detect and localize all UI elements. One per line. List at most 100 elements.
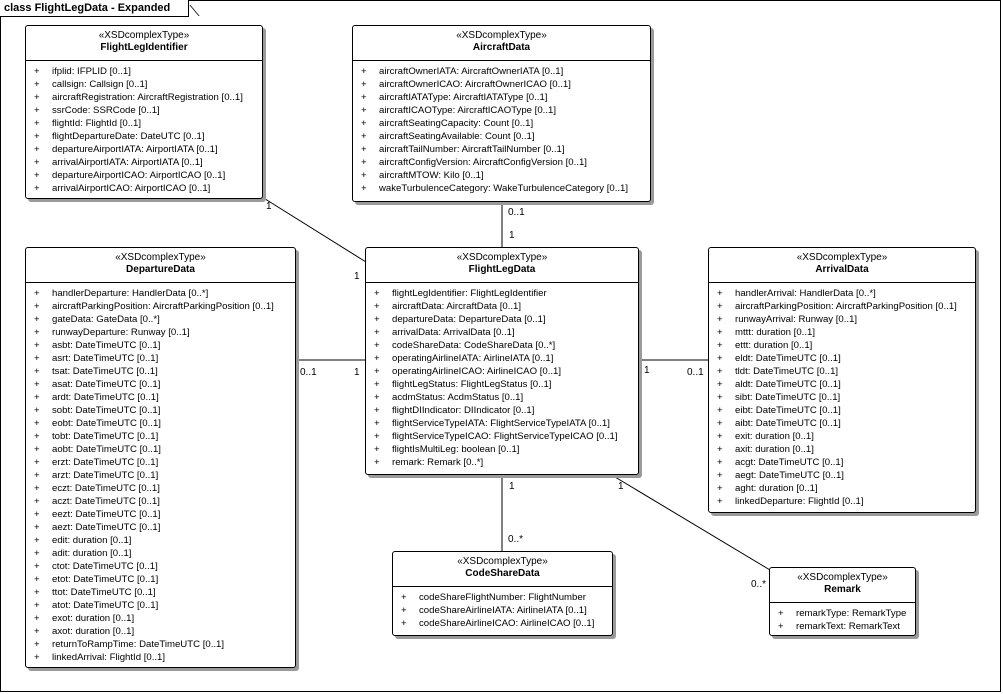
visibility-marker: + [34,470,40,481]
attribute-text: arzt: DateTimeUTC [0..1] [52,470,159,481]
visibility-marker: + [717,470,723,481]
attribute-list: +handlerDeparture: HandlerData [0..*]+ai… [26,283,295,664]
attribute-row: +returnToRampTime: DateTimeUTC [0..1] [34,638,291,651]
attribute-text: codeShareAirlineIATA: AirlineIATA [0..1] [419,605,587,616]
visibility-marker: + [34,509,40,520]
visibility-marker: + [717,288,723,299]
attribute-text: acdmStatus: AcdmStatus [0..1] [392,392,524,403]
attribute-row: +erzt: DateTimeUTC [0..1] [34,456,291,469]
attribute-text: ctot: DateTimeUTC [0..1] [52,561,158,572]
attribute-row: +exot: duration [0..1] [34,612,291,625]
attribute-text: operatingAirlineICAO: AirlineICAO [0..1] [392,366,562,377]
visibility-marker: + [34,652,40,663]
visibility-marker: + [34,327,40,338]
visibility-marker: + [374,418,380,429]
attribute-row: +operatingAirlineICAO: AirlineICAO [0..1… [374,365,634,378]
attribute-text: aircraftICAOType: AircraftICAOType [0..1… [379,105,557,116]
attribute-row: +gateData: GateData [0..*] [34,313,291,326]
class-name: CodeShareData [465,568,540,579]
attribute-row: +aircraftSeatingAvailable: Count [0..1] [361,130,646,143]
visibility-marker: + [717,496,723,507]
visibility-marker: + [361,92,367,103]
class-departure-data[interactable]: «XSDcomplexType» DepartureData +handlerD… [25,247,296,668]
class-remark[interactable]: «XSDcomplexType» Remark +remarkType: Rem… [769,567,916,636]
attribute-row: +aircraftMTOW: Kilo [0..1] [361,169,646,182]
visibility-marker: + [361,66,367,77]
attribute-row: +operatingAirlineIATA: AirlineIATA [0..1… [374,352,634,365]
attribute-text: exit: duration [0..1] [735,431,814,442]
attribute-row: +sibt: DateTimeUTC [0..1] [717,391,971,404]
stereotype: «XSDcomplexType» [796,252,888,263]
attribute-text: departureAirportICAO: AirportICAO [0..1] [52,170,226,181]
visibility-marker: + [374,327,380,338]
attribute-text: erzt: DateTimeUTC [0..1] [52,457,159,468]
attribute-text: callsign: Callsign [0..1] [52,79,148,90]
visibility-marker: + [34,105,40,116]
class-flight-leg-identifier[interactable]: «XSDcomplexType» FlightLegIdentifier +if… [25,25,263,199]
attribute-row: +tsat: DateTimeUTC [0..1] [34,365,291,378]
attribute-row: +asbt: DateTimeUTC [0..1] [34,339,291,352]
class-arrival-data[interactable]: «XSDcomplexType» ArrivalData +handlerArr… [708,247,976,513]
attribute-row: +linkedDeparture: FlightId [0..1] [717,495,971,508]
attribute-text: flightLegIdentifier: FlightLegIdentifier [392,288,547,299]
class-flight-leg-data[interactable]: «XSDcomplexType» FlightLegData +flightLe… [365,247,639,475]
attribute-list: +aircraftOwnerIATA: AircraftOwnerIATA [0… [353,61,650,195]
attribute-text: departureData: DepartureData [0..1] [392,314,546,325]
attribute-row: +ettt: duration [0..1] [717,339,971,352]
visibility-marker: + [34,157,40,168]
visibility-marker: + [34,79,40,90]
visibility-marker: + [401,618,407,629]
mult-remark-leg-end: 1 [618,481,624,492]
attribute-row: +eobt: DateTimeUTC [0..1] [34,417,291,430]
assoc-remark [609,473,771,571]
attribute-row: +aircraftData: AircraftData [0..1] [374,300,634,313]
attribute-text: returnToRampTime: DateTimeUTC [0..1] [52,639,225,650]
attribute-text: arrivalData: ArrivalData [0..1] [392,327,515,338]
visibility-marker: + [778,621,784,632]
visibility-marker: + [34,144,40,155]
attribute-row: +arrivalAirportIATA: AirportIATA [0..1] [34,156,258,169]
attribute-row: +departureAirportIATA: AirportIATA [0..1… [34,143,258,156]
attribute-text: flightServiceTypeIATA: FlightServiceType… [392,418,610,429]
class-name: AircraftData [472,42,531,53]
attribute-row: + arzt: DateTimeUTC [0..1] [34,469,291,482]
visibility-marker: + [34,170,40,181]
attribute-text: arrivalAirportICAO: AirportICAO [0..1] [52,183,211,194]
attribute-text: flightId: FlightId [0..1] [52,118,142,129]
class-aircraft-data[interactable]: «XSDcomplexType» AircraftData +aircraftO… [352,25,651,202]
attribute-text: tobt: DateTimeUTC [0..1] [52,431,159,442]
visibility-marker: + [717,379,723,390]
visibility-marker: + [34,587,40,598]
mult-identifier-leg-end: 1 [354,271,360,282]
visibility-marker: + [34,522,40,533]
visibility-marker: + [34,314,40,325]
visibility-marker: + [34,574,40,585]
attribute-row: +flightIsMultiLeg: boolean [0..1] [374,443,634,456]
visibility-marker: + [778,608,784,619]
visibility-marker: + [34,418,40,429]
class-code-share-data[interactable]: «XSDcomplexType» CodeShareData +codeShar… [392,551,613,636]
attribute-row: +aircraftParkingPosition: AircraftParkin… [34,300,291,313]
attribute-text: sibt: DateTimeUTC [0..1] [735,392,841,403]
visibility-marker: + [34,431,40,442]
attribute-row: +aircraftOwnerICAO: AircraftOwnerICAO [0… [361,78,646,91]
attribute-row: + tobt: DateTimeUTC [0..1] [34,430,291,443]
class-name: FlightLegIdentifier [100,42,188,53]
attribute-text: aldt: DateTimeUTC [0..1] [735,379,841,390]
attribute-text: aircraftRegistration: AircraftRegistrati… [52,92,243,103]
assoc-identifier [261,196,367,263]
class-header: «XSDcomplexType» ArrivalData [709,248,975,283]
stereotype: «XSDcomplexType» [115,252,206,263]
attribute-list: + flightLegIdentifier: FlightLegIdentifie… [366,283,638,469]
attribute-row: +ttot: DateTimeUTC [0..1] [34,586,291,599]
attribute-row: +linkedArrival: FlightId [0..1] [34,651,291,664]
attribute-text: etot: DateTimeUTC [0..1] [52,574,159,585]
visibility-marker: + [717,431,723,442]
attribute-text: aezt: DateTimeUTC [0..1] [52,522,161,533]
attribute-text: eczt: DateTimeUTC [0..1] [52,483,160,494]
attribute-row: +handlerArrival: HandlerData [0..*] [717,287,971,300]
visibility-marker: + [34,366,40,377]
attribute-row: +ifplid: IFPLID [0..1] [34,65,258,78]
attribute-row: +wakeTurbulenceCategory: WakeTurbulenceC… [361,182,646,195]
attribute-text: runwayDeparture: Runway [0..1] [52,327,190,338]
